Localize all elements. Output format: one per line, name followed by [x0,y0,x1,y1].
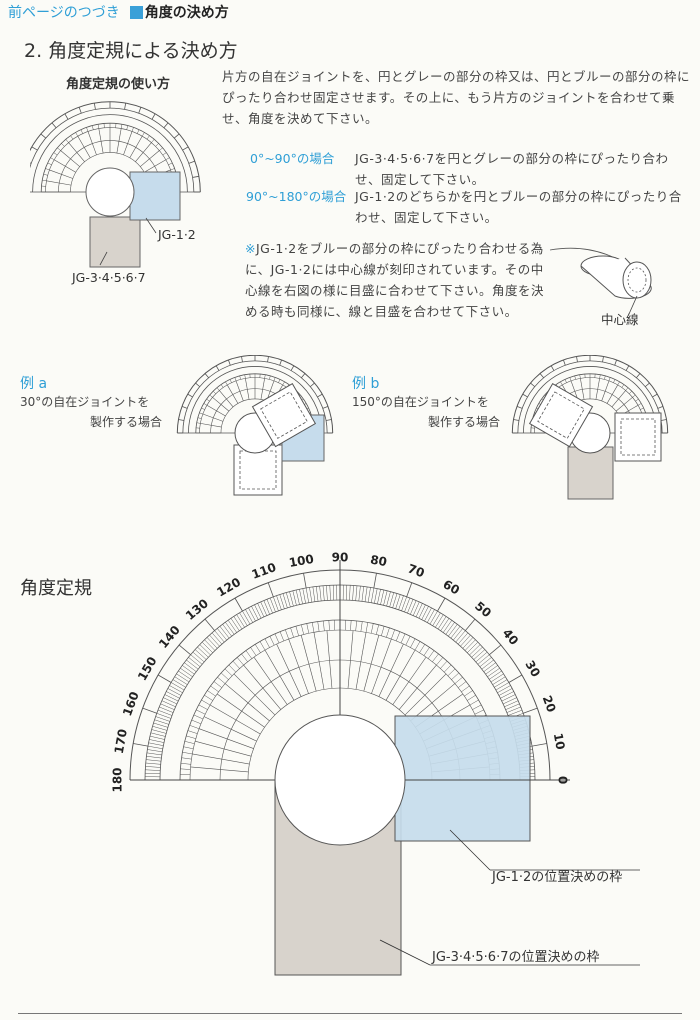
blue-frame [129,171,181,221]
tick-label: 30 [522,658,542,679]
section-name: 角度の決め方 [144,5,229,21]
note-body: JG-1·2をブルーの部分の枠にぴったり合わせる為に、JG-1·2には中心線が刻… [245,241,545,319]
usage-diagram: JG-1·2 JG-3·4·5·6·7 [30,101,201,285]
tick-label: 180 [111,767,125,792]
example-a-desc1: 30°の自在ジョイントを [20,395,150,409]
tick-label: 50 [472,599,494,620]
jg12-label: JG-1·2 [157,227,196,242]
condition2-label: 90°~180°の場合 [246,189,347,204]
blue-positioning-frame [394,715,531,842]
tick-label: 100 [288,552,315,570]
gray-frame [89,216,141,268]
tick-label: 80 [369,553,388,570]
condition1-label: 0°~90°の場合 [250,151,335,166]
section-title: 2. 角度定規による決め方 [24,40,238,62]
example-a-joint-rotated [251,383,317,448]
intro-text: 片方の自在ジョイントを、円とグレーの部分の枠又は、円とブルーの部分の枠にぴったり… [222,69,691,126]
example-b-desc1: 150°の自在ジョイントを [352,395,489,409]
tick-label: 90 [332,551,349,565]
breadcrumb-header: 前ページのつづき 角度の決め方 [8,2,229,22]
tick-label: 0 [556,776,570,784]
protractor-center-circle [274,714,406,846]
example-b-diagram [511,355,669,500]
blue-frame-label: JG-1·2の位置決めの枠 [491,870,622,885]
protractor-title: 角度定規 [20,578,92,599]
example-b-gray-frame [567,446,614,500]
tick-label: 130 [183,596,211,623]
tick-label: 110 [250,560,278,582]
example-b-title: 例 b [352,376,380,392]
example-b-joint-rotated [528,383,594,448]
tick-label: 40 [500,626,521,648]
prev-page-link[interactable]: 前ページのつづき [8,5,120,21]
tick-label: 10 [551,732,568,751]
note-mark: ※ [245,241,256,256]
usage-title: 角度定規の使い方 [66,77,171,92]
example-a-desc2: 製作する場合 [90,415,163,429]
center-line-label: 中心線 [601,312,639,327]
condition1-text: JG-3·4·5·6·7を円とグレーの部分の枠にぴったり合わせ、固定して下さい。 [355,151,669,187]
footer-rule [18,1013,682,1014]
center-circle [85,167,135,217]
tick-label: 20 [540,694,559,714]
tick-label: 60 [441,577,462,597]
jg34567-label: JG-3·4·5·6·7 [71,270,146,285]
note-text: ※JG-1·2をブルーの部分の枠にぴったり合わせる為に、JG-1·2には中心線が… [245,238,545,322]
tick-label: 70 [406,561,426,580]
example-a-diagram [176,355,334,496]
example-b-joint-right [614,412,662,462]
protractor-diagram: 0102030405060708090100110120130140150160… [111,551,640,976]
example-a-title: 例 a [20,376,48,392]
tick-label: 160 [120,690,142,718]
section-marker-icon [129,6,143,19]
center-line-illustration: 中心線 [549,247,652,327]
gray-frame-label: JG-3·4·5·6·7の位置決めの枠 [431,950,599,965]
example-b-desc2: 製作する場合 [428,415,501,429]
tick-label: 140 [156,623,183,651]
condition2-text: JG-1·2のどちらかを円とブルーの部分の枠にぴったり合わせ、固定して下さい。 [355,189,682,225]
tick-label: 170 [112,728,130,755]
